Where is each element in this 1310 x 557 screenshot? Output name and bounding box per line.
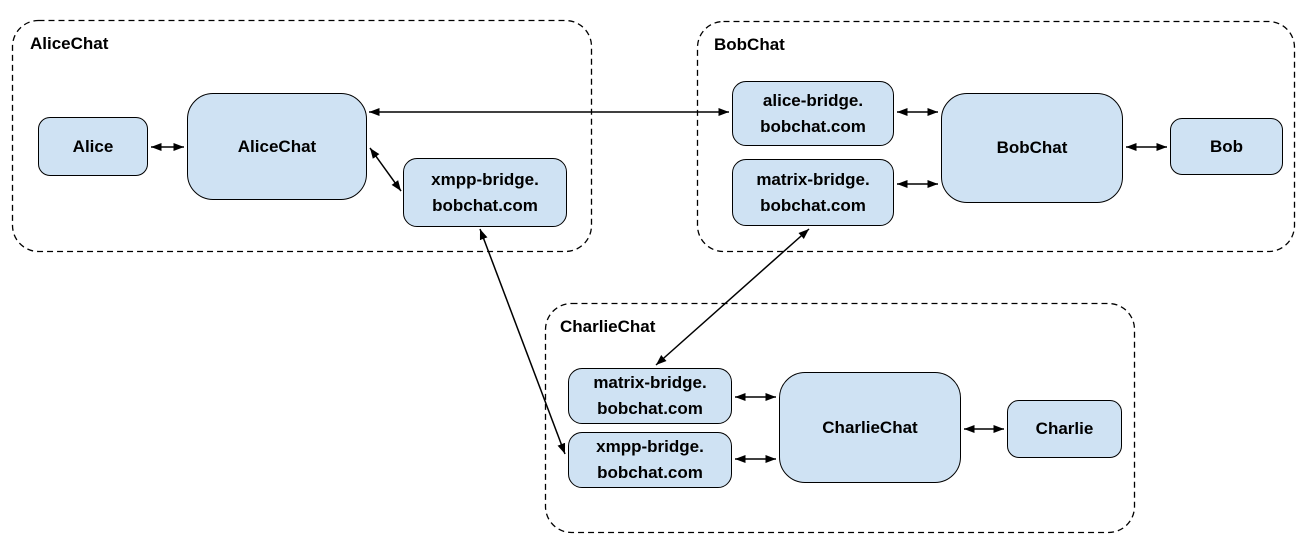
node-xmpp-bridge-alicechat: xmpp-bridge. bobchat.com (403, 158, 567, 227)
node-xmpp-bridge-alicechat-label: xmpp-bridge. bobchat.com (431, 169, 539, 215)
node-alice-bridge-bobchat-label: alice-bridge. bobchat.com (760, 90, 866, 136)
node-bobchat-server-label: BobChat (996, 138, 1068, 157)
node-bob: Bob (1170, 118, 1283, 175)
node-charlie: Charlie (1007, 400, 1122, 458)
node-matrix-bridge-bobchat: matrix-bridge. bobchat.com (732, 159, 894, 226)
node-matrix-bridge-charliechat: matrix-bridge. bobchat.com (568, 368, 732, 424)
node-bob-label: Bob (1209, 136, 1244, 156)
node-xmpp-bridge-charliechat-label: xmpp-bridge. bobchat.com (596, 437, 704, 482)
node-alicechat-server-label: AliceChat (237, 136, 317, 156)
alicechat-network-boundary (11, 19, 593, 253)
node-matrix-bridge-bobchat-label: matrix-bridge. bobchat.com (756, 169, 870, 215)
bobchat-network-label: BobChat (714, 35, 785, 54)
bobchat-network-boundary (696, 20, 1296, 253)
node-alice-label: Alice (72, 136, 114, 156)
node-alice-bridge-bobchat: alice-bridge. bobchat.com (732, 81, 894, 146)
node-bobchat-server: BobChat (941, 93, 1123, 203)
node-alice: Alice (38, 117, 148, 176)
alicechat-network-label: AliceChat (30, 34, 109, 53)
node-charliechat-server-label: CharlieChat (822, 417, 918, 437)
node-matrix-bridge-charliechat-label: matrix-bridge. bobchat.com (593, 373, 707, 418)
node-xmpp-bridge-charliechat: xmpp-bridge. bobchat.com (568, 432, 732, 488)
charliechat-network-label: CharlieChat (560, 317, 656, 336)
node-charliechat-server: CharlieChat (779, 372, 961, 483)
node-charlie-label: Charlie (1035, 419, 1094, 438)
node-alicechat-server: AliceChat (187, 93, 367, 200)
